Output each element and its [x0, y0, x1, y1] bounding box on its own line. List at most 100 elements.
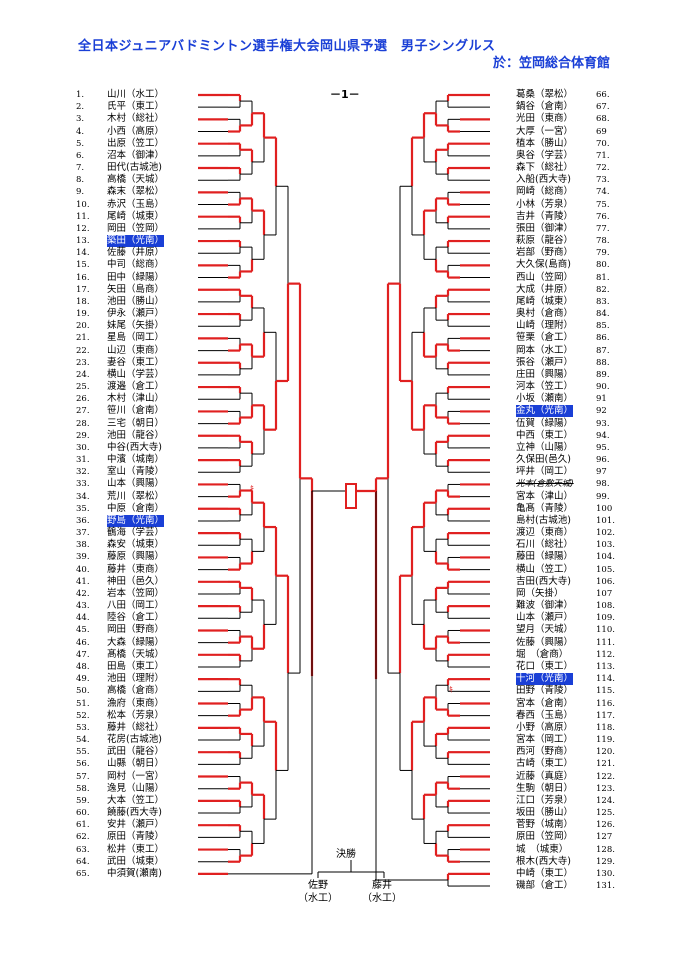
player-name: 奥谷（学芸）	[516, 149, 574, 161]
player-number: 72.	[596, 163, 610, 174]
player-name: 植本（勝山）	[516, 137, 574, 149]
player-number: 102.	[596, 528, 615, 539]
final-right-name: 藤井	[372, 880, 392, 891]
player-name: 菅野（城南）	[516, 819, 574, 831]
player-name: 小林（芳泉）	[516, 198, 574, 210]
player-number: 124.	[596, 795, 615, 806]
player-name: 岡田（笠岡）	[107, 222, 165, 234]
player-name: 吉井（青陵）	[516, 210, 574, 222]
player-name: 磯部（倉工）	[516, 880, 574, 892]
player-number: 111.	[596, 637, 615, 648]
player-number: 76.	[596, 211, 610, 222]
player-name: 奥村（倉商）	[516, 308, 574, 320]
player-name: 氏平（東工）	[107, 101, 165, 113]
player-number: 42.	[76, 588, 90, 599]
player-number: 33.	[76, 479, 90, 490]
player-name: 石川（総社）	[516, 539, 574, 551]
player-number: 7.	[76, 163, 85, 174]
player-name: 小野（高原）	[516, 721, 574, 733]
player-number: 89.	[596, 369, 610, 380]
player-name: 中西（東工）	[516, 429, 574, 441]
player-name: 池田（勝山）	[107, 295, 165, 307]
player-name: 赤沢（玉島）	[107, 198, 165, 210]
player-number: 3.	[76, 114, 85, 125]
player-number: 91	[596, 394, 607, 405]
player-number: 27.	[76, 406, 90, 417]
player-number: 16.	[76, 272, 90, 283]
venue-label: 於：笠岡総合体育館	[492, 56, 610, 71]
player-name: 島村(古城池)	[516, 514, 571, 526]
player-number: 73.	[596, 175, 610, 186]
player-number: 83.	[596, 296, 610, 307]
player-number: 125.	[596, 808, 615, 819]
player-name: 堀 （倉商）	[516, 648, 569, 660]
player-name: 亀髙（青陵）	[516, 502, 574, 514]
player-name: 伊永（瀬戸）	[107, 308, 165, 320]
player-number: 117.	[596, 710, 615, 721]
player-name: 武田（城東）	[107, 855, 165, 867]
player-name: 宮本（倉南）	[516, 697, 574, 709]
player-number: 14.	[76, 248, 90, 259]
player-number: 84.	[596, 309, 610, 320]
player-name: 中原（倉南）	[107, 502, 165, 514]
player-name: 三宅（朝日）	[107, 417, 165, 429]
player-number: 120.	[596, 747, 615, 758]
player-name: 中崎（東工）	[516, 867, 574, 879]
player-name: 山本（興陽）	[107, 478, 165, 490]
final-left-school: （水工）	[298, 893, 338, 904]
player-number: 79.	[596, 248, 610, 259]
player-name: 山本（瀬戸）	[516, 612, 574, 624]
player-name: 岡（矢掛）	[516, 587, 564, 599]
player-number: 5.	[76, 138, 85, 149]
player-number: 85.	[596, 321, 610, 332]
player-number: 1.	[76, 90, 85, 100]
player-number: 80.	[596, 260, 610, 271]
player-name: 張田（御津）	[516, 222, 574, 234]
player-name: 佐藤（興陽）	[516, 636, 574, 648]
player-number: 39.	[76, 552, 90, 563]
player-name: 妹尾（矢掛）	[107, 320, 165, 332]
player-number: 52.	[76, 710, 90, 721]
player-number: 41.	[76, 576, 90, 587]
player-number: 130.	[596, 868, 615, 879]
player-name: 髙橋（天城）	[107, 648, 165, 660]
player-name: 原田（笠岡）	[516, 831, 574, 843]
player-name: 池田（理附）	[107, 673, 165, 685]
player-number: 123.	[596, 783, 615, 794]
player-name: 生駒（朝日）	[516, 782, 574, 794]
player-number: 49.	[76, 674, 90, 685]
player-number: 26.	[76, 394, 90, 405]
player-name: 渡辺（東商）	[516, 527, 574, 539]
player-number: 77.	[596, 223, 610, 234]
player-number: 58.	[76, 783, 90, 794]
player-name: 宮本（岡工）	[516, 734, 574, 745]
player-number: 88.	[596, 357, 610, 368]
player-name: 饒藤(西大寺)	[107, 807, 162, 819]
player-number: 69	[596, 126, 607, 137]
player-name: 横山（学芸）	[107, 368, 165, 380]
player-name: 萩原（龍谷）	[516, 235, 574, 247]
player-number: 36.	[76, 515, 90, 526]
player-number: 101.	[596, 515, 615, 526]
player-number: 109.	[596, 613, 615, 624]
player-name: 西河（野商）	[516, 746, 574, 758]
player-number: 48.	[76, 661, 90, 672]
player-number: 32.	[76, 467, 90, 478]
player-name: 十河（光南）	[516, 673, 574, 686]
player-number: 47.	[76, 649, 90, 660]
player-number: 60.	[76, 808, 90, 819]
player-name: 笹栗（倉工）	[516, 332, 574, 344]
player-number: 4.	[76, 126, 85, 137]
player-name: 山辺（東商）	[107, 344, 165, 356]
retire-mark-right: ｷ	[449, 685, 453, 694]
player-number: 116.	[596, 698, 615, 709]
player-name: 笹川（倉南）	[107, 405, 165, 417]
player-name: 武田（龍谷）	[107, 746, 165, 758]
player-name: 田代(古城池)	[107, 162, 162, 174]
player-number: 54.	[76, 735, 90, 745]
player-name: 岡村（一宮）	[107, 770, 165, 782]
player-number: 112.	[596, 649, 615, 660]
player-number: 21.	[76, 333, 90, 344]
player-number: 96.	[596, 455, 610, 466]
player-name: 中濱（城南）	[107, 454, 165, 466]
